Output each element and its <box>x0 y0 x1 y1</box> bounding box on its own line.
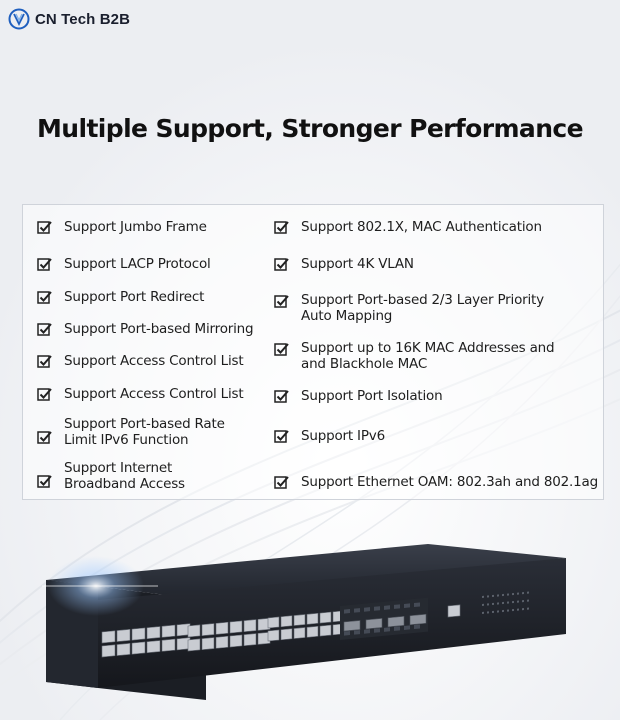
feature-label: Support Port Redirect <box>64 289 205 305</box>
network-switch-image <box>42 544 566 700</box>
feature-item: Support 802.1X, MAC Authentication <box>274 219 542 235</box>
feature-label: Support LACP Protocol <box>64 256 211 272</box>
feature-item: Support Access Control List <box>37 386 244 402</box>
feature-item: Support 4K VLAN <box>274 256 414 272</box>
checkbox-checked-icon <box>274 343 289 356</box>
feature-label: Support Access Control List <box>64 386 244 402</box>
feature-label: Support Jumbo Frame <box>64 219 207 235</box>
feature-label: Support IPv6 <box>301 428 385 444</box>
feature-item: Support Internet Broadband Access <box>37 460 185 492</box>
feature-item: Support Port-based 2/3 Layer Priority Au… <box>274 292 544 324</box>
features-panel: Support Jumbo Frame Support LACP Protoco… <box>22 204 604 500</box>
brand: CN Tech B2B <box>8 8 130 30</box>
feature-label: Support 4K VLAN <box>301 256 414 272</box>
checkbox-checked-icon <box>274 257 289 271</box>
feature-label: Support up to 16K MAC Addresses and and … <box>301 340 555 372</box>
checkbox-checked-icon <box>37 290 52 304</box>
checkbox-checked-icon <box>274 295 289 308</box>
checkbox-checked-icon <box>37 257 52 271</box>
checkbox-checked-icon <box>274 429 289 443</box>
cn-tech-logo-icon <box>8 8 30 30</box>
feature-label: Support Port Isolation <box>301 388 443 404</box>
feature-label: Support Ethernet OAM: 802.3ah and 802.1a… <box>301 474 598 490</box>
checkbox-checked-icon <box>274 475 289 489</box>
feature-item: Support IPv6 <box>274 428 385 444</box>
feature-label: Support Access Control List <box>64 353 244 369</box>
checkbox-checked-icon <box>37 475 52 488</box>
checkbox-checked-icon <box>37 431 52 444</box>
page-title: Multiple Support, Stronger Performance <box>37 114 584 143</box>
feature-label: Support Port-based Rate Limit IPv6 Funct… <box>64 416 225 448</box>
feature-label: Support 802.1X, MAC Authentication <box>301 219 542 235</box>
feature-label: Support Port-based 2/3 Layer Priority Au… <box>301 292 544 324</box>
feature-item: Support Port-based Mirroring <box>37 321 254 337</box>
checkbox-checked-icon <box>37 354 52 368</box>
feature-label: Support Internet Broadband Access <box>64 460 185 492</box>
feature-item: Support Port Isolation <box>274 388 443 404</box>
feature-item: Support Ethernet OAM: 802.3ah and 802.1a… <box>274 474 598 490</box>
feature-label: Support Port-based Mirroring <box>64 321 254 337</box>
checkbox-checked-icon <box>274 389 289 403</box>
feature-item: Support Port-based Rate Limit IPv6 Funct… <box>37 416 225 448</box>
feature-item: Support Port Redirect <box>37 289 204 305</box>
feature-item: Support Jumbo Frame <box>37 219 207 235</box>
checkbox-checked-icon <box>37 387 52 401</box>
brand-name: CN Tech B2B <box>35 10 131 28</box>
feature-item: Support Access Control List <box>37 353 244 369</box>
checkbox-checked-icon <box>37 322 52 336</box>
checkbox-checked-icon <box>37 220 52 234</box>
feature-item: Support LACP Protocol <box>37 256 211 272</box>
checkbox-checked-icon <box>274 220 289 234</box>
feature-item: Support up to 16K MAC Addresses and and … <box>274 340 555 372</box>
